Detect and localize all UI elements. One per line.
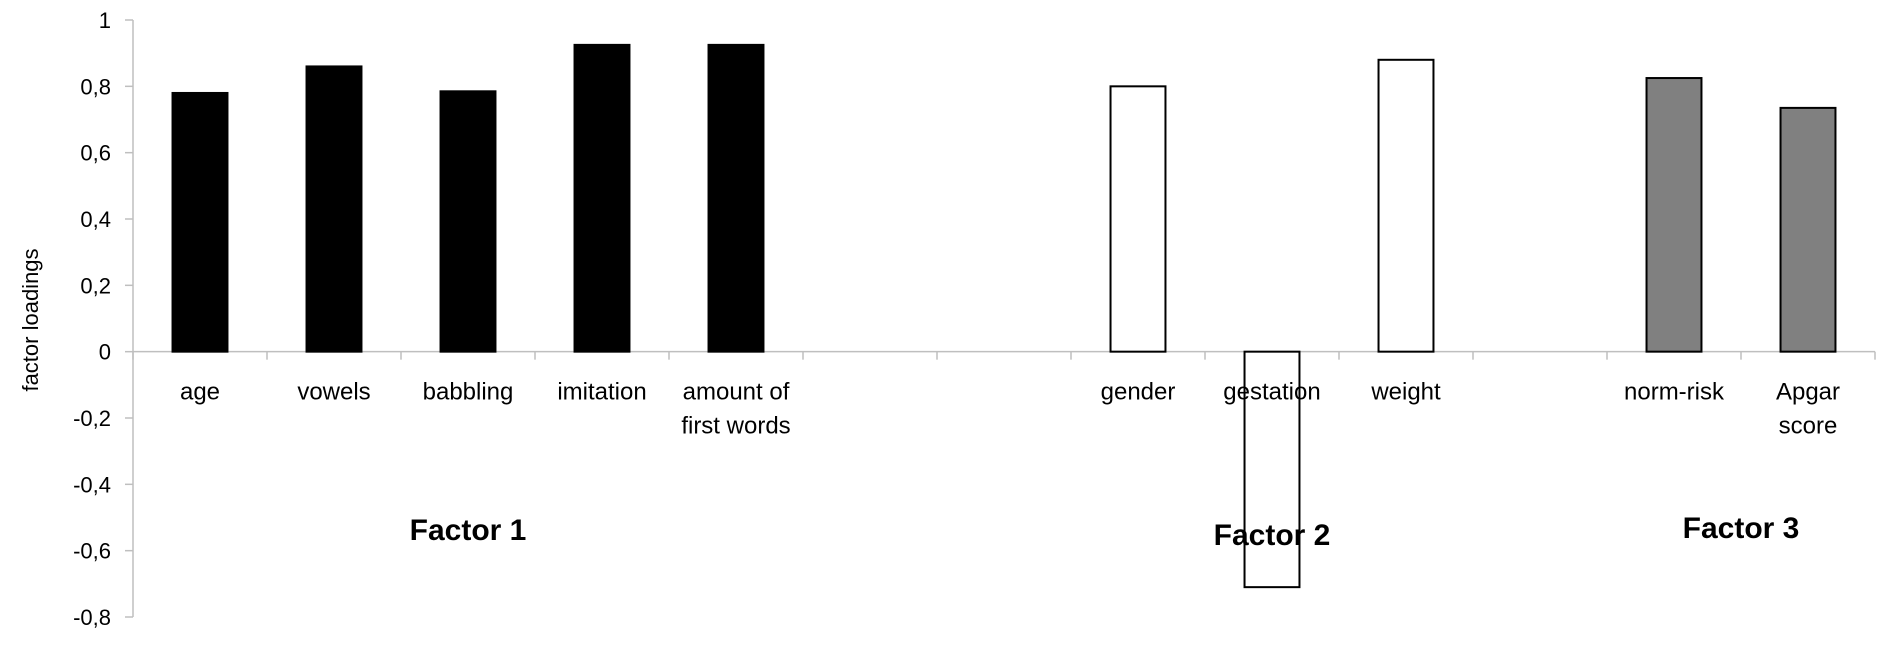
- bars: [171, 43, 1837, 589]
- category-label: babbling: [423, 379, 514, 406]
- bar: [573, 43, 631, 353]
- y-axis-label: factor loadings: [18, 248, 43, 391]
- y-tick-label: -0,8: [73, 605, 111, 630]
- factor-label: Factor 2: [1214, 519, 1331, 552]
- y-tick-label: -0,4: [73, 472, 111, 497]
- y-tick-label: 0,6: [80, 141, 111, 166]
- category-label: gestation: [1223, 379, 1320, 406]
- y-tick-label: 1: [99, 8, 111, 33]
- y-axis: 1 0,8 0,6 0,4 0,2 0 -0,2 -0,4 -0,6 -0,8: [73, 8, 134, 630]
- bar: [439, 90, 497, 353]
- y-tick-label: -0,2: [73, 406, 111, 431]
- y-tick-label: 0,4: [80, 207, 111, 232]
- bar: [171, 91, 229, 353]
- bar: [1377, 58, 1435, 353]
- category-label: age: [180, 379, 220, 406]
- bar: [305, 65, 363, 353]
- y-tick-label: 0,2: [80, 273, 111, 298]
- category-label: norm-risk: [1624, 379, 1725, 406]
- bar: [1779, 106, 1837, 353]
- y-tick-label: -0,6: [73, 539, 111, 564]
- bar: [1243, 350, 1301, 589]
- category-label: weight: [1370, 379, 1441, 406]
- bar: [1645, 77, 1703, 353]
- category-label: gender: [1101, 379, 1176, 406]
- category-label: vowels: [297, 379, 370, 406]
- y-tick-label: 0: [99, 340, 111, 365]
- bar: [707, 43, 765, 353]
- factor-labels: Factor 1 Factor 2 Factor 3: [410, 512, 1800, 552]
- factor-label: Factor 3: [1683, 512, 1800, 545]
- bar: [1109, 85, 1167, 353]
- factor-label: Factor 1: [410, 514, 527, 547]
- x-axis: [132, 350, 1876, 360]
- y-tick-label: 0,8: [80, 74, 111, 99]
- category-label: imitation: [557, 379, 646, 406]
